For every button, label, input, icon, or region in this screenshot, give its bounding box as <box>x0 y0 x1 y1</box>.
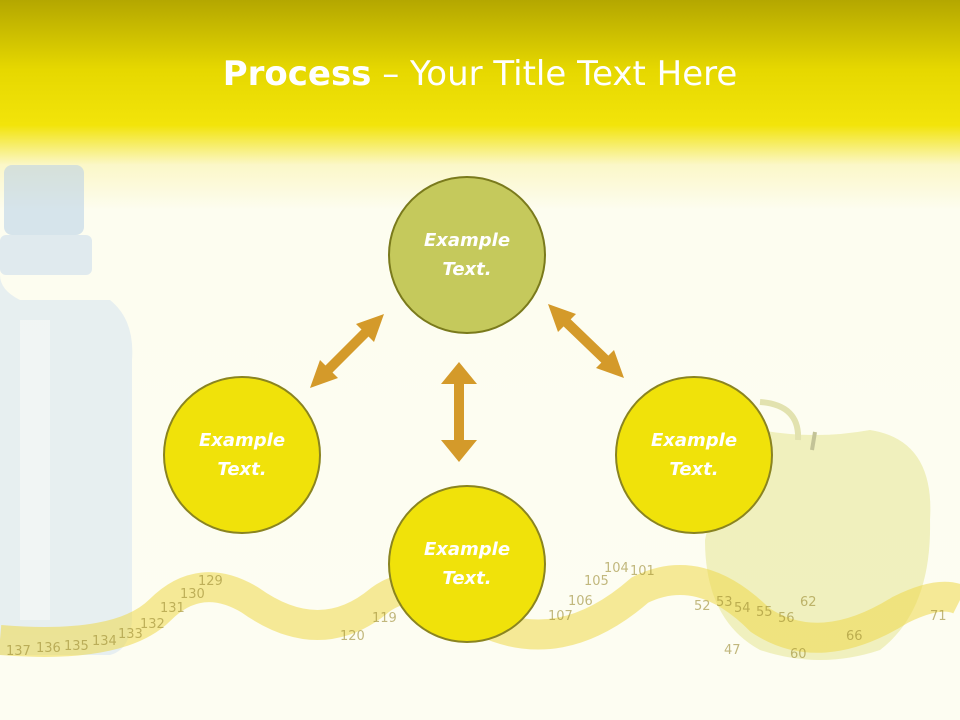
node-text: Example Text. <box>198 430 286 480</box>
tape-number: 104 <box>604 561 629 576</box>
tape-number: 120 <box>340 629 365 644</box>
tape-number: 134 <box>92 634 117 649</box>
tape-number: 56 <box>778 611 795 626</box>
tape-number: 53 <box>716 595 733 610</box>
tape-number: 60 <box>790 647 807 662</box>
tape-number: 107 <box>548 609 573 624</box>
title-bold: Process <box>222 54 372 94</box>
tape-number: 62 <box>800 595 817 610</box>
process-node-left: Example Text. <box>163 376 321 534</box>
tape-number: 101 <box>630 564 655 579</box>
tape-number: 105 <box>584 574 609 589</box>
arrow-right-diagonal <box>548 304 624 378</box>
tape-number: 54 <box>734 601 751 616</box>
node-text: Example Text. <box>423 230 511 280</box>
tape-number: 132 <box>140 617 165 632</box>
water-bottle-icon <box>0 165 133 655</box>
process-node-top: Example Text. <box>388 176 546 334</box>
tape-number: 55 <box>756 605 773 620</box>
arrow-vertical <box>441 362 477 462</box>
title-rest: – Your Title Text Here <box>371 54 738 94</box>
process-node-right: Example Text. <box>615 376 773 534</box>
tape-number: 130 <box>180 587 205 602</box>
node-text: Example Text. <box>423 539 511 589</box>
tape-number: 136 <box>36 641 61 656</box>
tape-number: 133 <box>118 627 143 642</box>
tape-number: 71 <box>930 609 947 624</box>
page-title: Process – Your Title Text Here <box>0 52 960 96</box>
tape-number: 135 <box>64 639 89 654</box>
tape-numbers: 137 136 135 134 133 132 131 130 129 119 … <box>6 561 947 662</box>
node-text: Example Text. <box>650 430 738 480</box>
tape-number: 52 <box>694 599 711 614</box>
process-node-bottom: Example Text. <box>388 485 546 643</box>
arrow-left-diagonal <box>310 314 384 388</box>
tape-number: 131 <box>160 601 185 616</box>
tape-number: 129 <box>198 574 223 589</box>
tape-number: 66 <box>846 629 863 644</box>
tape-number: 106 <box>568 594 593 609</box>
tape-number: 137 <box>6 644 31 659</box>
tape-number: 47 <box>724 643 741 658</box>
tape-number: 119 <box>372 611 397 626</box>
